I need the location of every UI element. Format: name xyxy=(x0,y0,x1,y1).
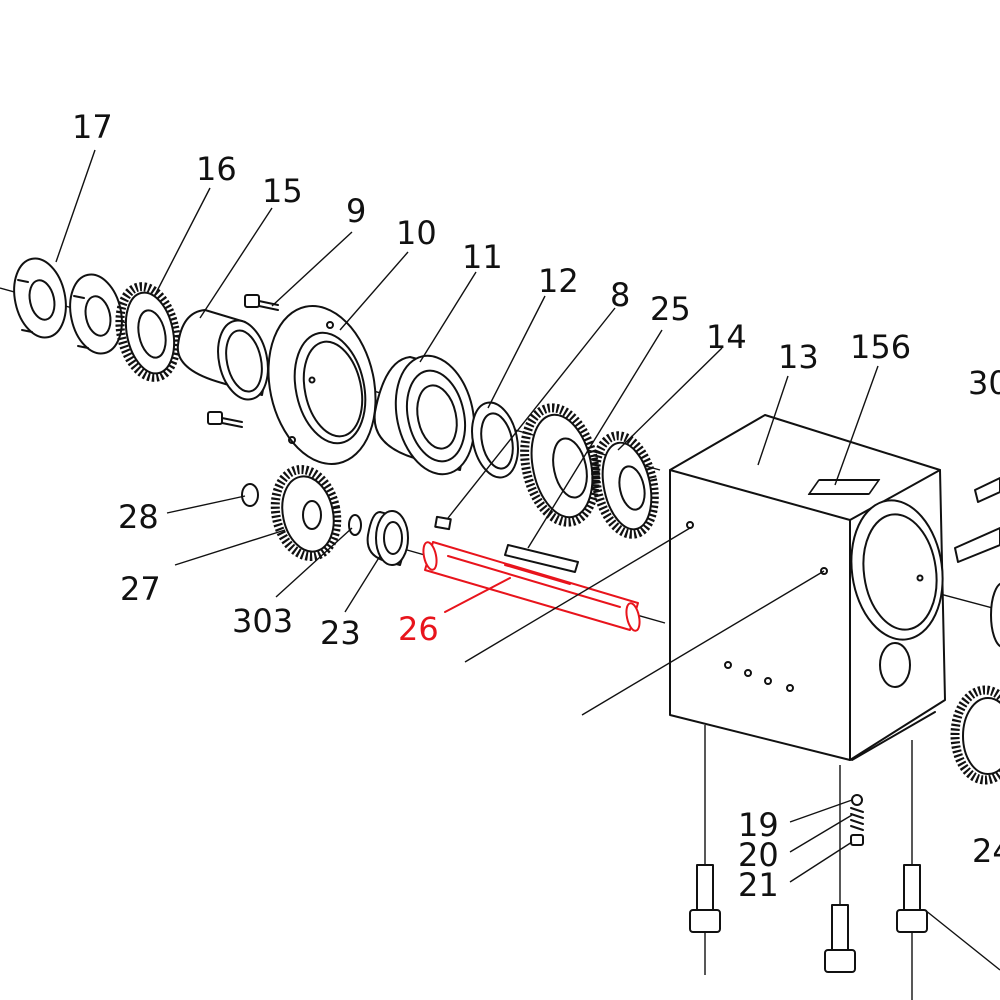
label-15: 15 xyxy=(262,172,303,210)
label-13: 13 xyxy=(778,338,819,376)
part-23-bearing xyxy=(366,510,409,566)
leader-lines xyxy=(55,149,1000,971)
part-26-shaft-highlighted[interactable] xyxy=(421,541,642,632)
label-14: 14 xyxy=(706,318,747,356)
part-16-gear xyxy=(115,282,181,382)
parts-19-20-21-detent xyxy=(850,794,864,846)
part-303-washer xyxy=(348,514,362,536)
bottom-screw-middle xyxy=(824,765,856,973)
label-19: 19 xyxy=(738,806,779,844)
part-11-bearing xyxy=(373,354,476,476)
label-156: 156 xyxy=(850,328,911,366)
part-9-screw-top xyxy=(244,294,279,311)
label-12: 12 xyxy=(538,262,579,300)
label-23: 23 xyxy=(320,614,361,652)
label-28: 28 xyxy=(118,498,159,536)
part-17-lock-nut-2 xyxy=(69,273,123,355)
part-15-sleeve xyxy=(176,309,269,401)
part-24-gear-partial xyxy=(950,685,1000,785)
part-10-flange xyxy=(267,305,377,465)
part-labels: 17 16 15 9 10 11 12 8 25 14 13 156 30 28… xyxy=(72,108,1000,904)
label-17: 17 xyxy=(72,108,113,146)
label-10: 10 xyxy=(396,214,437,252)
label-8: 8 xyxy=(610,276,630,314)
bottom-screw-right xyxy=(896,740,928,1000)
part-9-screw-bottom xyxy=(207,411,243,428)
label-303: 303 xyxy=(232,602,293,640)
label-11: 11 xyxy=(462,238,503,276)
bottom-screw-left xyxy=(689,725,721,975)
label-21: 21 xyxy=(738,866,779,904)
key-bar xyxy=(504,544,579,573)
label-27: 27 xyxy=(120,570,161,608)
part-27-gear xyxy=(270,465,342,561)
label-9: 9 xyxy=(346,192,366,230)
part-25-gear xyxy=(520,403,600,527)
label-16: 16 xyxy=(196,150,237,188)
part-28-circlip xyxy=(241,483,259,507)
part-13-housing xyxy=(669,414,946,761)
label-30: 30 xyxy=(968,364,1000,402)
part-30-partial xyxy=(954,477,1000,648)
part-8-key xyxy=(434,515,452,531)
part-12-ring xyxy=(471,401,519,479)
label-20: 20 xyxy=(738,836,779,874)
label-25: 25 xyxy=(650,290,691,328)
part-14-gear xyxy=(591,431,659,539)
label-24: 24 xyxy=(972,832,1000,870)
label-26: 26 xyxy=(398,610,439,648)
part-17-lock-nut xyxy=(13,257,67,339)
